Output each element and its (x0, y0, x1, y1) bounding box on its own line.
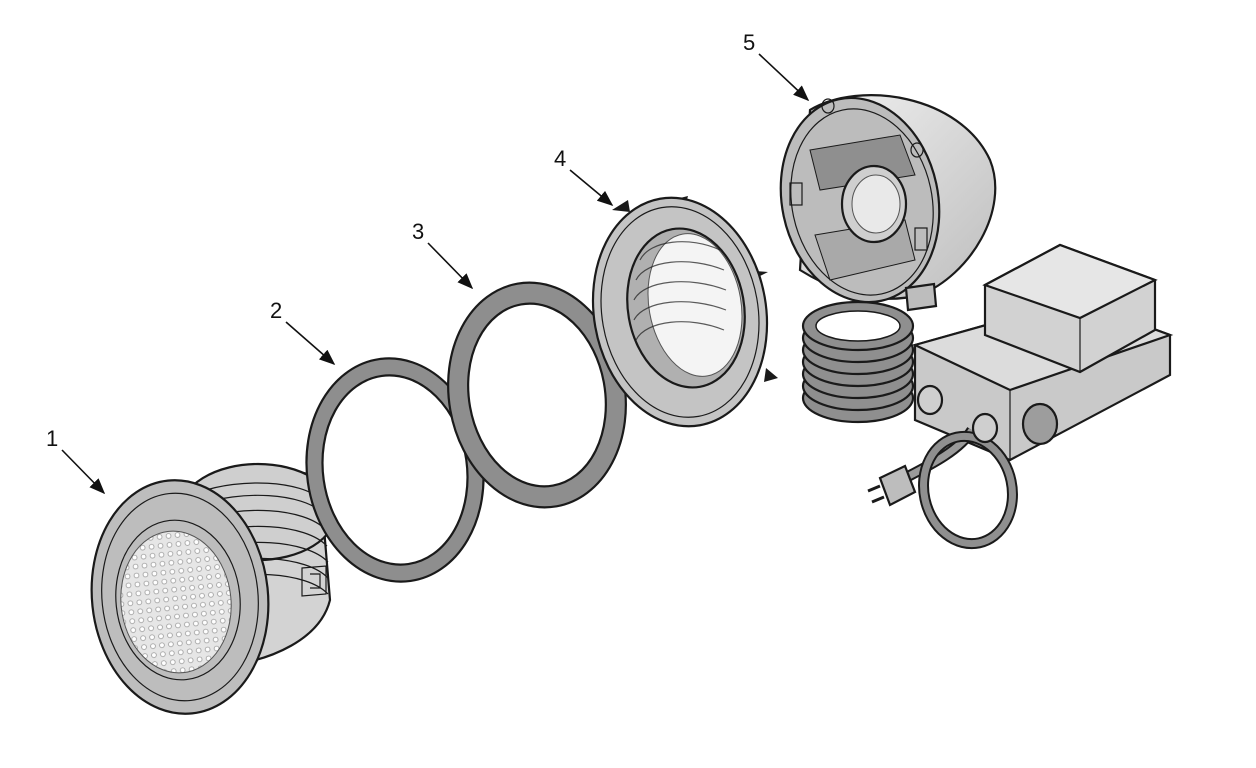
callout-number-2: 2 (270, 298, 282, 323)
part-5-lamp-assembly (779, 94, 1174, 550)
part-3-gasket (447, 281, 627, 509)
leader-4 (569, 169, 614, 207)
callout-number-1: 1 (46, 426, 58, 451)
leader-5 (758, 53, 810, 102)
callout-leaders (61, 53, 810, 495)
leader-3 (427, 242, 474, 290)
callout-number-5: 5 (743, 30, 755, 55)
leader-1 (61, 449, 106, 495)
leader-2 (285, 321, 336, 366)
callout-number-3: 3 (412, 219, 424, 244)
callout-number-4: 4 (554, 146, 566, 171)
part-4-wall-fitting (591, 196, 778, 428)
part-1-lens-housing (90, 462, 338, 715)
callout-numbers: 1 2 3 4 5 (46, 30, 755, 451)
